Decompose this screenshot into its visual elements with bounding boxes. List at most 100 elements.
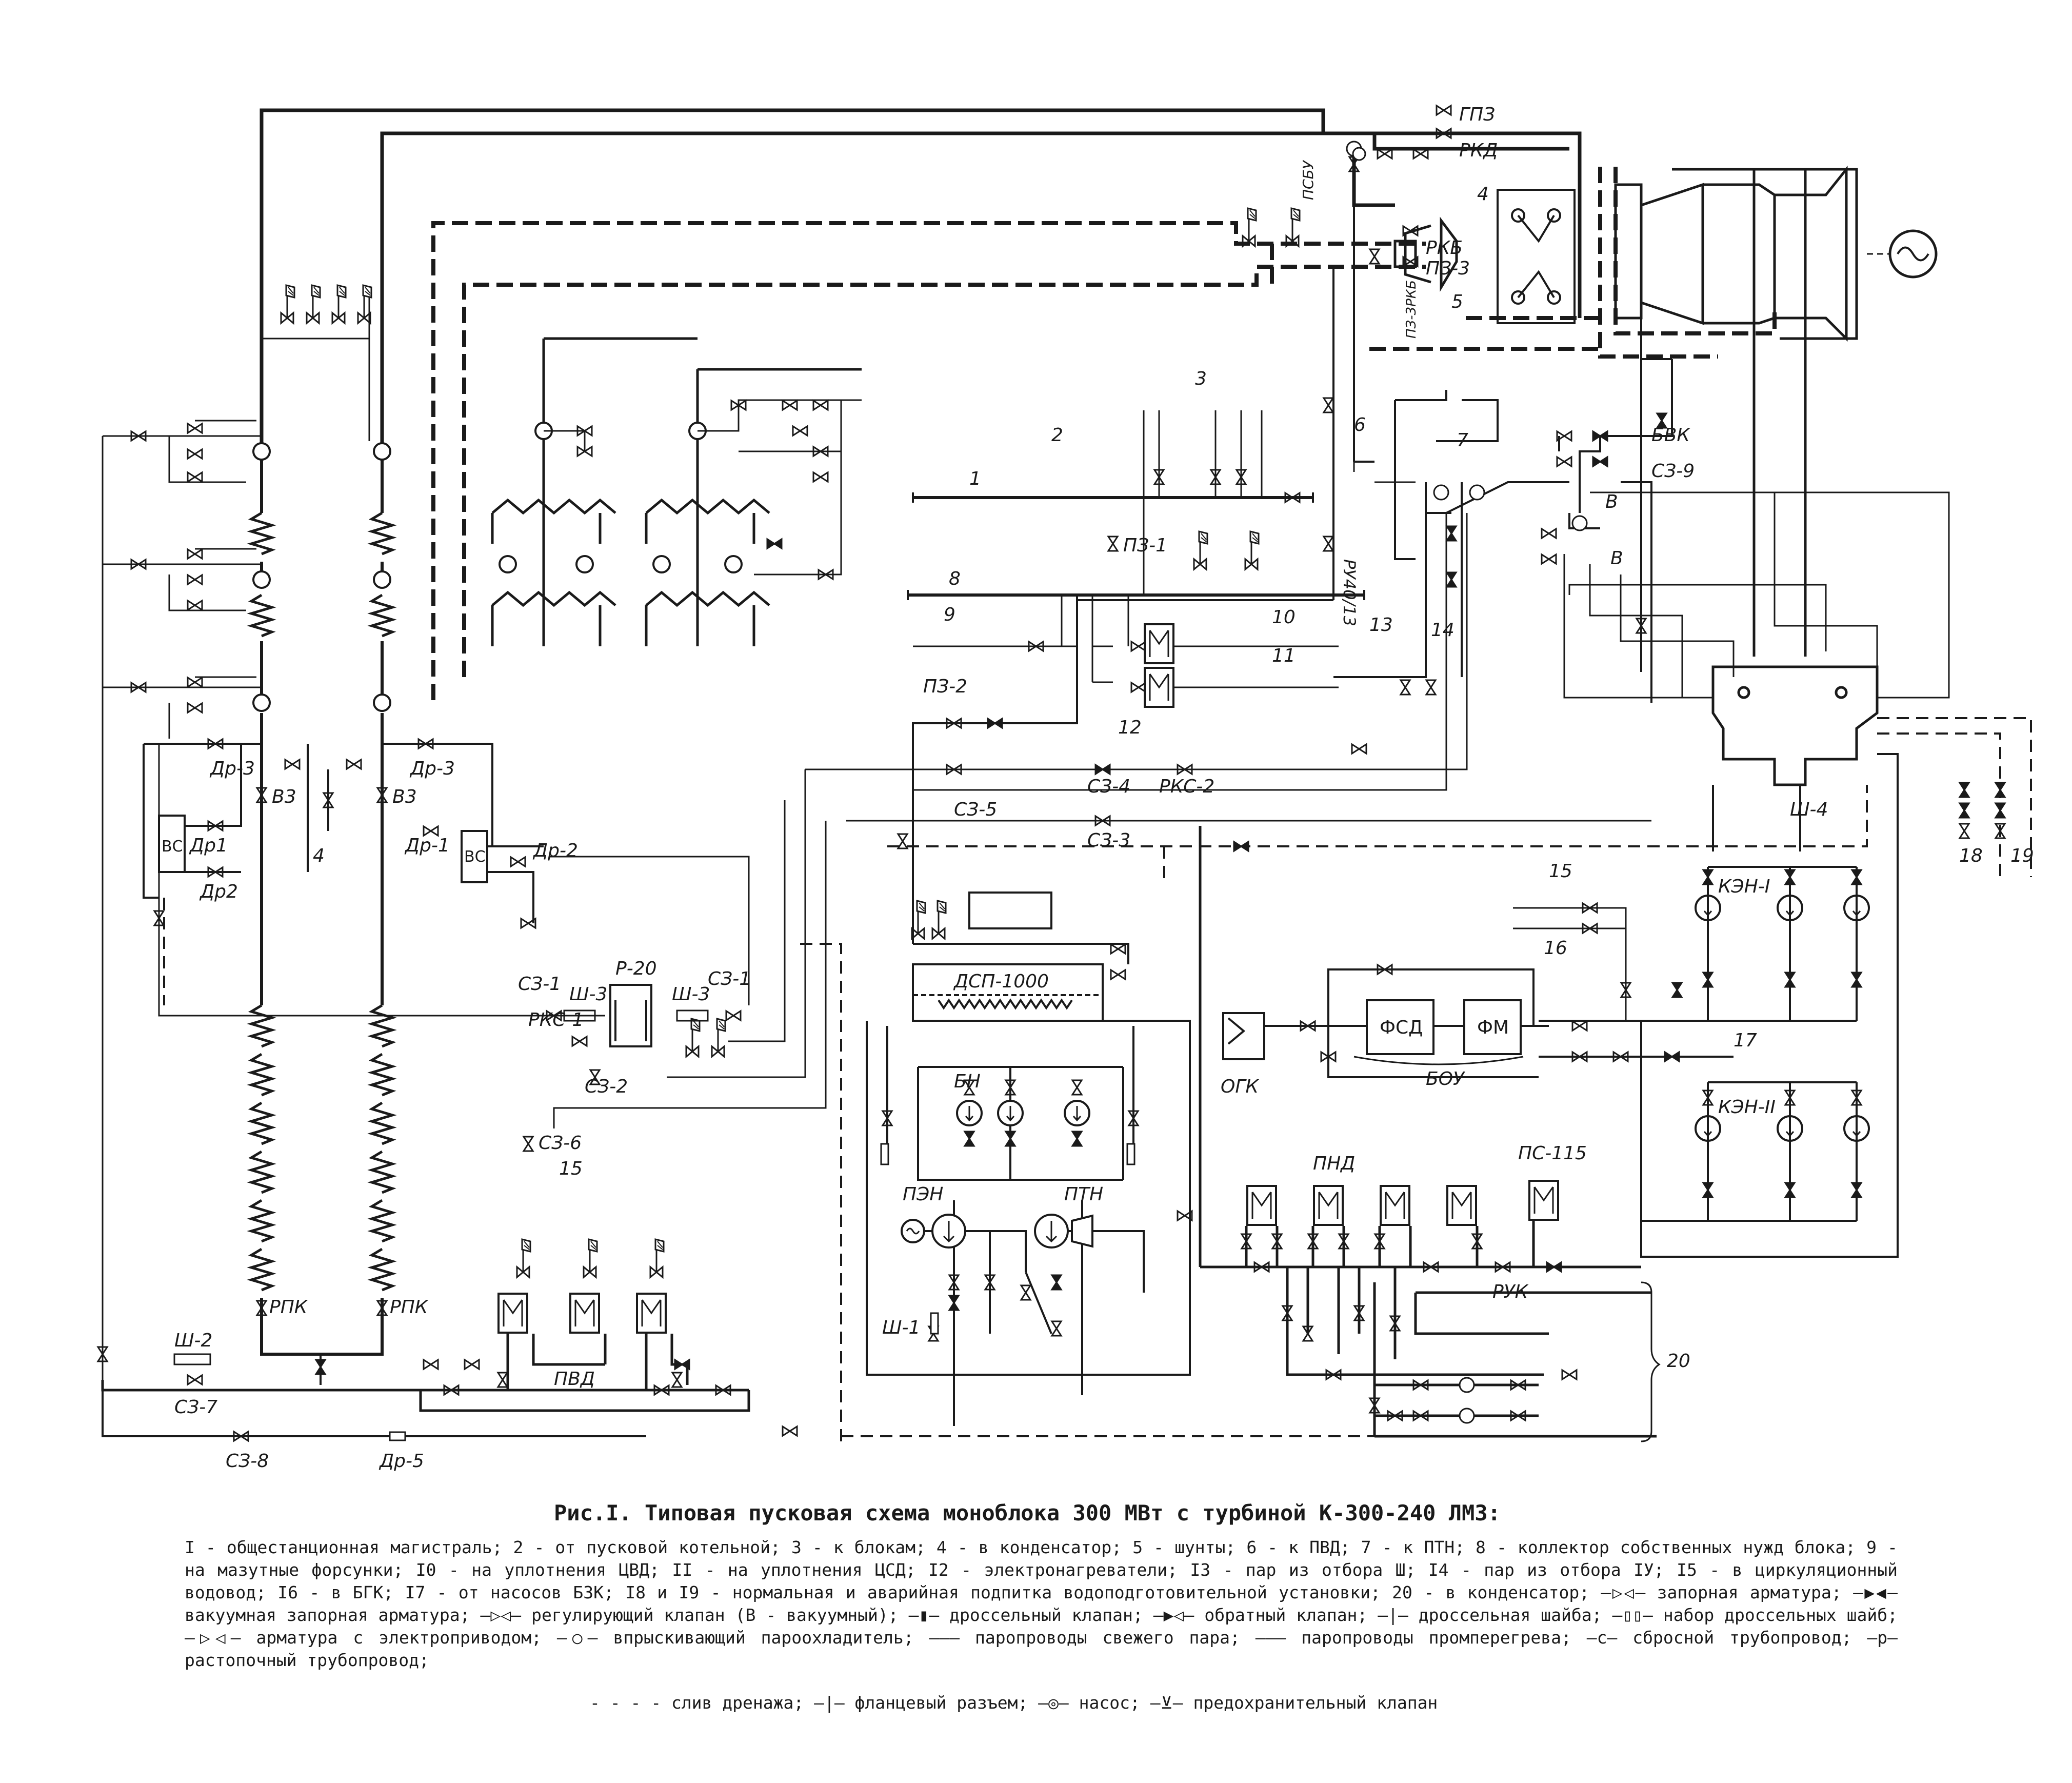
label-vsb: ВС: [464, 848, 486, 866]
collectors: [907, 410, 1365, 944]
label-ptn: ПТН: [1064, 1184, 1103, 1205]
boiler-left-column: [251, 442, 272, 1339]
label-pvd: ПВД: [554, 1369, 595, 1390]
label-n14: 14: [1431, 620, 1455, 641]
label-n1: 1: [969, 468, 981, 489]
label-n16: 16: [1544, 938, 1567, 959]
label-ogk: ОГК: [1221, 1076, 1259, 1097]
label-va: В: [1605, 491, 1618, 512]
label-sh3b: Ш-3: [672, 984, 710, 1005]
bou-unit: [1222, 968, 1734, 1078]
label-rpka: РПК: [269, 1297, 308, 1318]
label-n4a: 4: [1477, 184, 1489, 205]
label-ken2: КЭН-II: [1718, 1097, 1776, 1118]
feed-pumps: [880, 1143, 1135, 1335]
label-rkb: РКБ: [1426, 237, 1463, 259]
extraction-valves: [1352, 147, 1588, 696]
label-dr2b: Др-2: [532, 840, 578, 861]
label-sz9: СЗ-9: [1651, 461, 1695, 482]
label-dr1b: Др-1: [404, 835, 450, 856]
fresh-steam-lines: [260, 108, 1582, 451]
extraction-lines: [1333, 390, 1499, 678]
label-n20: 20: [1667, 1351, 1690, 1372]
label-ruk: РУК: [1492, 1281, 1529, 1302]
label-ken1: КЭН-I: [1718, 876, 1770, 897]
label-n19: 19: [2010, 845, 2034, 866]
hp-heaters: [497, 1238, 667, 1334]
label-rks2: РКС-2: [1159, 776, 1214, 797]
label-ps115: ПС-115: [1518, 1143, 1587, 1164]
label-sz8: СЗ-8: [226, 1451, 269, 1472]
label-rks1: РКС-1: [528, 1009, 584, 1031]
label-dr3a: Др-3: [209, 758, 255, 779]
label-sz7: СЗ-7: [174, 1397, 217, 1418]
condenser: [1711, 665, 1879, 786]
condensate-pumps: [1695, 869, 1870, 1198]
bou-branch-lines: [1513, 907, 1627, 1021]
label-sz4: СЗ-4: [1087, 776, 1130, 797]
label-rkd: РКД: [1459, 140, 1498, 161]
label-n6: 6: [1354, 414, 1366, 435]
label-n17: 17: [1734, 1030, 1757, 1051]
figure-legend: I - общестанционная магистраль; 2 - от п…: [185, 1537, 1898, 1670]
label-dsp: ДСП-1000: [953, 971, 1049, 992]
reheat-lines: [431, 167, 1777, 700]
hp-heater-valves: [423, 1359, 798, 1437]
label-v3a: В3: [272, 786, 296, 807]
dump-lines: [1353, 462, 1950, 699]
label-dr5: Др-5: [378, 1451, 424, 1472]
label-bn: БН: [954, 1071, 981, 1092]
label-dr3b: Др-3: [409, 758, 455, 779]
label-sz5: СЗ-5: [954, 799, 997, 820]
startup-scheme-diagram: ГПЗ РКД ПСБУ РКБ ПЗ-3 ПЗ-3РКБ БВК СЗ-9 Р…: [97, 104, 2034, 1472]
label-sz1b: СЗ-1: [708, 968, 751, 989]
drain-lines: [163, 717, 2032, 1447]
label-p20: Р-20: [615, 958, 657, 979]
label-vb: В: [1610, 548, 1623, 569]
boiler-right-column: [372, 442, 392, 1339]
label-sz1a: СЗ-1: [518, 974, 561, 995]
label-fsd: ФСД: [1380, 1017, 1423, 1038]
label-sh2: Ш-2: [174, 1330, 212, 1351]
turbine-side-lines: [1446, 318, 1673, 703]
label-dr2a: Др2: [199, 881, 238, 902]
generator-icon: [1867, 229, 1938, 279]
label-pz1: ПЗ-1: [1123, 535, 1167, 556]
label-v3b: В3: [392, 786, 417, 807]
label-n8: 8: [949, 568, 961, 589]
label-psbu: ПСБУ: [1300, 160, 1317, 200]
label-pnd: ПНД: [1313, 1153, 1355, 1174]
label-dr1a: Др1: [189, 835, 228, 856]
label-n18: 18: [1959, 845, 1983, 866]
turbine: [1393, 165, 1858, 657]
label-n11: 11: [1272, 645, 1296, 666]
label-n3: 3: [1195, 368, 1207, 389]
label-bou: БОУ: [1426, 1068, 1465, 1089]
figure-caption-title: Рис.I. Типовая пусковая схема моноблока …: [554, 1500, 1501, 1526]
deaerator-equipment: [882, 833, 1139, 1342]
label-n12: 12: [1118, 717, 1142, 738]
dump-line: [1077, 169, 1374, 601]
label-vsa: ВС: [162, 838, 183, 856]
label-gpz: ГПЗ: [1459, 104, 1495, 125]
turbine-valve-box: [1497, 189, 1576, 324]
label-bvk: БВК: [1651, 425, 1690, 446]
lp-heaters: [1246, 1180, 1559, 1226]
label-n10: 10: [1272, 607, 1296, 628]
boiler-bottom-header: [257, 1301, 387, 1385]
label-pz2: ПЗ-2: [923, 676, 967, 697]
label-sz2: СЗ-2: [585, 1076, 628, 1097]
label-n13: 13: [1369, 615, 1393, 636]
label-pz3rkb: ПЗ-3РКБ: [1404, 280, 1419, 339]
left-valve-symbols: [130, 284, 372, 714]
label-pz3: ПЗ-3: [1426, 258, 1470, 279]
label-n4b: 4: [313, 845, 325, 866]
sh-outlet-valves: [544, 399, 862, 576]
condensate-lines: [1539, 753, 1899, 1258]
label-sh4: Ш-4: [1790, 799, 1828, 820]
label-sz3: СЗ-3: [1087, 830, 1130, 851]
label-n2: 2: [1051, 425, 1063, 446]
label-sz6: СЗ-6: [539, 1133, 582, 1154]
label-rpkb: РПК: [390, 1297, 429, 1318]
collector-valves: [946, 469, 1367, 755]
